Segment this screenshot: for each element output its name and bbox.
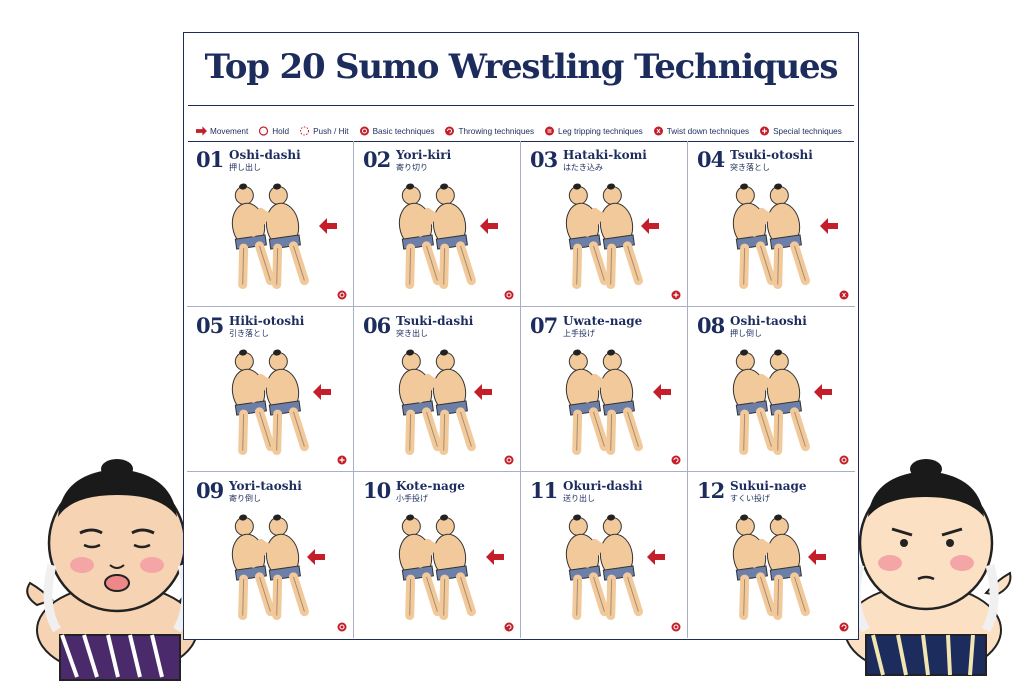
basic-technique-icon	[671, 622, 681, 632]
basic-technique-icon	[504, 455, 514, 465]
technique-name: Oshi-dashi	[229, 148, 301, 162]
technique-illustration	[565, 183, 659, 290]
poster-title: Top 20 Sumo Wrestling Techniques	[204, 47, 839, 87]
technique-poster: Top 20 Sumo Wrestling Techniques Movemen…	[183, 32, 859, 640]
technique-name: Uwate-nage	[563, 313, 643, 328]
legend-push: Push / Hit	[299, 126, 349, 136]
technique-number: 06	[363, 312, 391, 338]
special-technique-icon	[760, 126, 770, 136]
legend-hold: Hold	[258, 126, 289, 136]
basic-technique-icon	[359, 126, 369, 136]
technique-grid: 01 Oshi-dashi 押し出し 02 Yori-kiri 寄り切り	[187, 141, 855, 638]
technique-card: 05 Hiki-otoshi 引き落とし	[187, 306, 354, 473]
leg-tripping-icon	[545, 126, 555, 136]
technique-card: 01 Oshi-dashi 押し出し	[187, 141, 354, 307]
special-technique-icon	[337, 455, 347, 465]
right-sumo-mascot	[835, 459, 1012, 676]
technique-name: Okuri-dashi	[563, 479, 643, 494]
technique-japanese-name: 突き出し	[396, 328, 428, 338]
technique-illustration	[732, 514, 826, 621]
throwing-technique-icon	[839, 622, 849, 632]
basic-technique-icon	[337, 622, 347, 632]
legend-divider	[188, 141, 854, 142]
technique-number: 01	[196, 147, 224, 172]
push-dashed-circle-icon	[300, 126, 310, 136]
title-divider	[188, 105, 854, 106]
technique-number: 05	[196, 312, 224, 338]
legend-special: Special techniques	[759, 126, 842, 136]
technique-card: 08 Oshi-taoshi 押し倒し	[688, 307, 855, 473]
left-sumo-mascot	[26, 459, 205, 681]
technique-name: Tsuki-dashi	[396, 313, 474, 328]
legend-throwing: Throwing techniques	[444, 126, 534, 136]
technique-card: 03 Hataki-komi はたき込み	[521, 141, 688, 307]
technique-illustration	[231, 349, 331, 455]
technique-card: 09 Yori-taoshi 寄り倒し	[187, 472, 354, 638]
legend-movement: Movement	[196, 126, 248, 136]
technique-name: Yori-kiri	[396, 148, 452, 162]
technique-number: 11	[530, 478, 558, 504]
legend-leg: Leg tripping techniques	[544, 126, 643, 136]
technique-illustration	[565, 514, 665, 621]
technique-japanese-name: 押し出し	[229, 163, 261, 172]
technique-number: 12	[697, 478, 725, 504]
technique-card: 07 Uwate-nage 上手投げ	[521, 306, 688, 473]
technique-name: Hiki-otoshi	[229, 313, 305, 328]
technique-illustration	[398, 183, 498, 290]
technique-card: 10 Kote-nage 小手投げ	[354, 472, 521, 638]
technique-number: 03	[530, 147, 558, 172]
technique-card: 02 Yori-kiri 寄り切り	[354, 141, 521, 307]
technique-card: 11 Okuri-dashi 送り出し	[521, 472, 688, 638]
technique-japanese-name: 寄り倒し	[229, 494, 261, 504]
legend-twist: Twist down techniques	[653, 126, 749, 136]
technique-japanese-name: はたき込み	[563, 163, 603, 172]
technique-japanese-name: 送り出し	[563, 494, 595, 504]
technique-name: Yori-taoshi	[229, 479, 302, 494]
technique-name: Oshi-taoshi	[730, 313, 807, 328]
technique-number: 09	[196, 478, 224, 504]
technique-japanese-name: すくい投げ	[730, 494, 770, 504]
throwing-technique-icon	[504, 622, 514, 632]
technique-name: Kote-nage	[396, 479, 465, 494]
throwing-technique-icon	[671, 455, 681, 465]
technique-number: 04	[697, 147, 725, 172]
technique-japanese-name: 押し倒し	[730, 328, 762, 338]
technique-number: 02	[363, 147, 391, 172]
technique-japanese-name: 寄り切り	[396, 163, 428, 172]
technique-illustration	[732, 183, 838, 290]
technique-japanese-name: 上手投げ	[563, 328, 595, 338]
movement-arrow-icon	[196, 126, 207, 136]
technique-japanese-name: 小手投げ	[396, 494, 428, 504]
throwing-technique-icon	[445, 126, 455, 136]
technique-number: 10	[363, 478, 391, 504]
technique-card: 12 Sukui-nage すくい投げ	[688, 472, 855, 638]
technique-japanese-name: 引き落とし	[229, 328, 269, 338]
technique-japanese-name: 突き落とし	[730, 163, 770, 172]
technique-illustration	[732, 349, 832, 455]
basic-technique-icon	[504, 290, 514, 300]
technique-illustration	[231, 514, 325, 621]
technique-illustration	[231, 183, 337, 290]
technique-illustration	[398, 514, 504, 621]
technique-name: Tsuki-otoshi	[730, 148, 813, 162]
technique-illustration	[398, 349, 492, 455]
technique-number: 08	[697, 312, 725, 338]
basic-technique-icon	[337, 290, 347, 300]
twist-down-icon	[653, 126, 663, 136]
legend-basic: Basic techniques	[359, 126, 434, 136]
basic-technique-icon	[839, 455, 849, 465]
technique-name: Sukui-nage	[730, 479, 807, 494]
technique-card: 04 Tsuki-otoshi 突き落とし	[688, 141, 855, 307]
technique-illustration	[565, 349, 671, 455]
legend: Movement Hold Push / Hit Basic technique…	[196, 124, 852, 138]
hold-circle-icon	[259, 126, 269, 136]
technique-number: 07	[530, 312, 558, 338]
special-technique-icon	[671, 290, 681, 300]
technique-name: Hataki-komi	[563, 148, 647, 162]
twist-technique-icon	[839, 290, 849, 300]
technique-card: 06 Tsuki-dashi 突き出し	[354, 306, 521, 473]
